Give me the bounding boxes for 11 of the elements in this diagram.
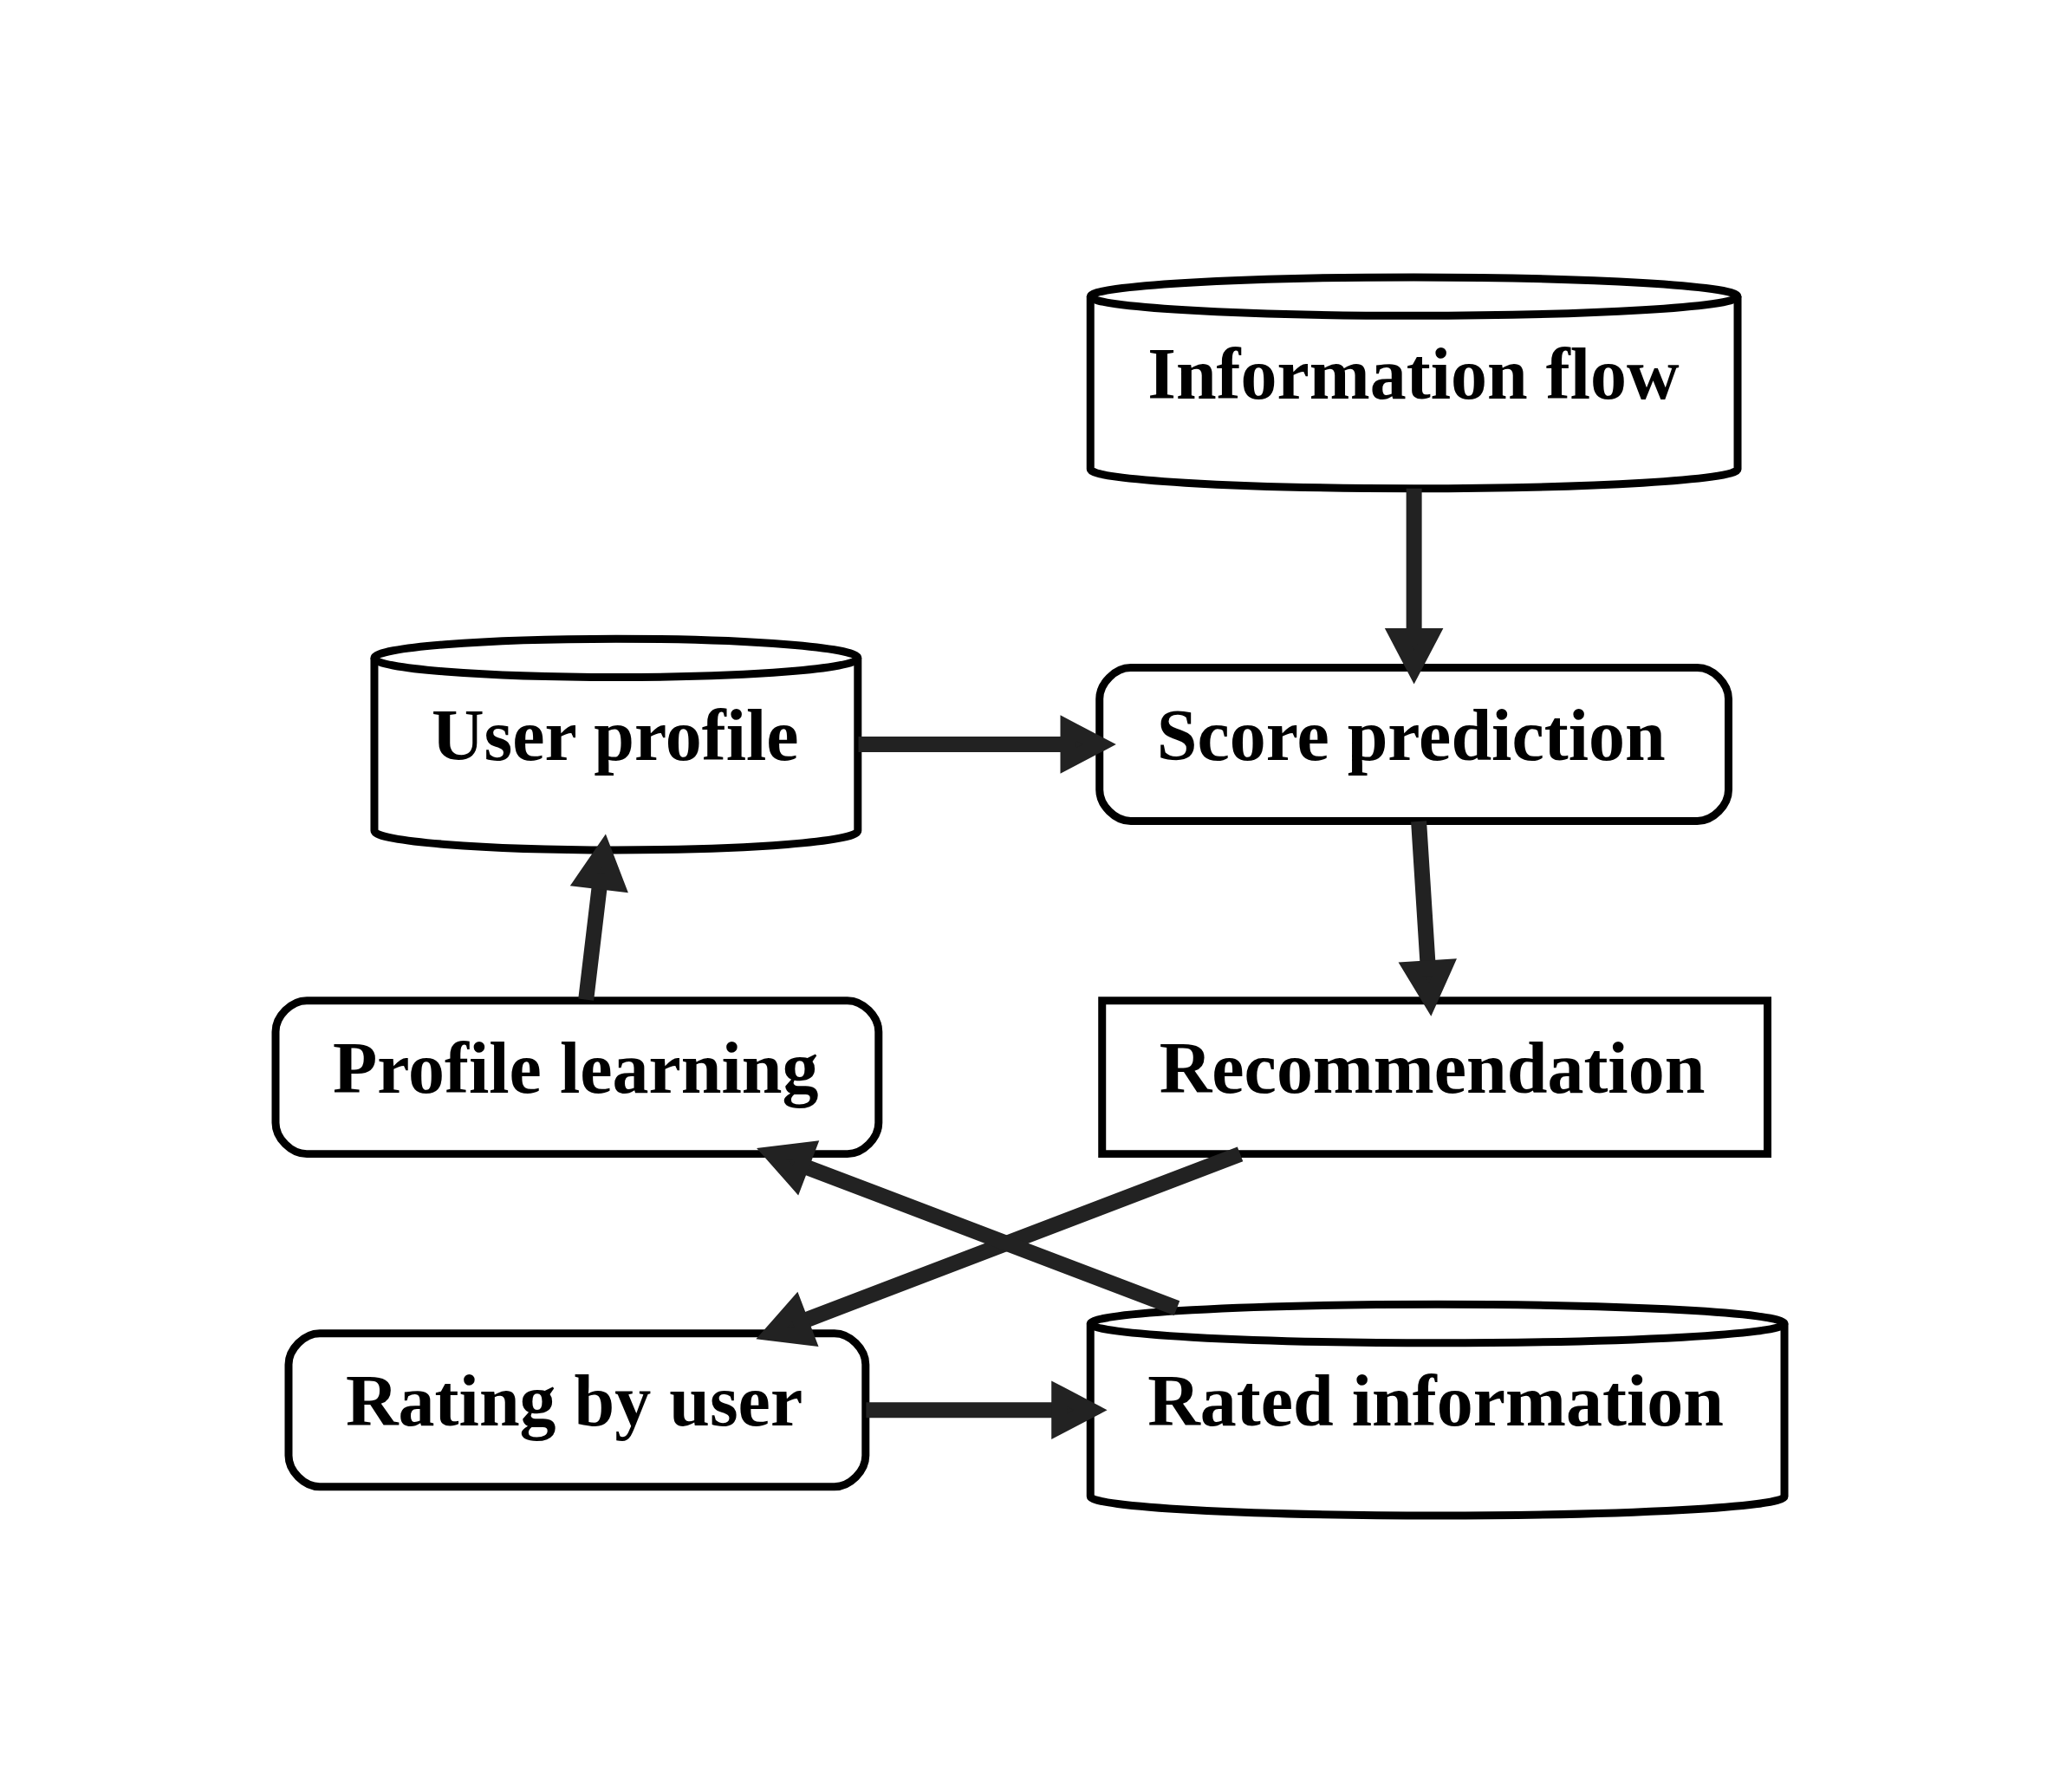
arrow — [866, 1380, 1108, 1439]
arrow — [569, 833, 628, 1001]
arrow — [757, 1139, 1180, 1315]
arrow — [756, 1146, 1244, 1347]
node-box: Rating by user — [284, 1328, 870, 1490]
arrow — [1398, 820, 1457, 1016]
node-box: Recommendation — [1098, 996, 1771, 1158]
node-box: Profile learning — [271, 996, 883, 1158]
arrow — [858, 714, 1116, 774]
node-box: Score prediction — [1095, 663, 1732, 825]
arrow — [1384, 488, 1444, 684]
